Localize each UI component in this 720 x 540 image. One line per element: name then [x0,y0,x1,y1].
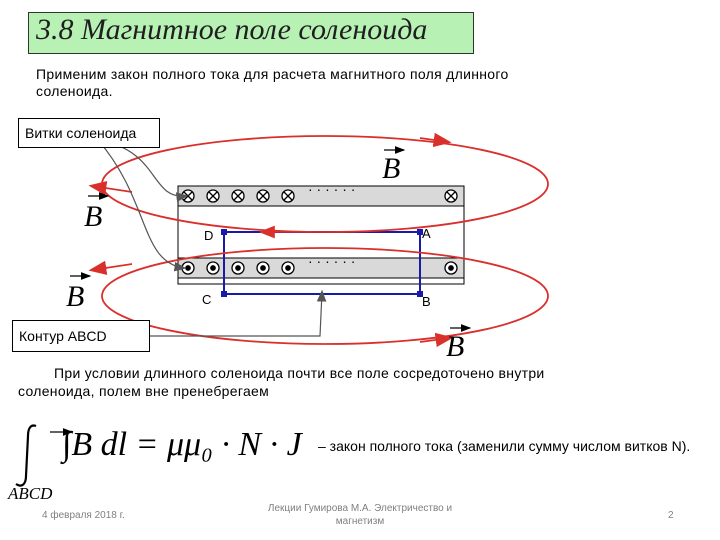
footer-course: Лекции Гумирова М.А. Электричество и маг… [267,503,453,527]
dot-icon [281,261,295,275]
callout-contour: Контур ABCD [12,320,150,352]
integral-icon [15,424,37,487]
formula-description: – закон полного тока (заменили сумму чис… [318,438,691,454]
cross-icon [231,189,245,203]
footer-date: 4 февраля 2018 г. [42,510,125,521]
field-arrow-left [88,181,133,196]
bottom-ellipsis: · · · · · · [308,253,355,269]
slide-title: 3.8 Магнитное поле соленоида [36,13,428,46]
field-arrow-bottom-right [419,332,454,348]
callout-turns: Витки соленоида [18,118,160,148]
field-arrow-top-right [419,132,452,148]
field-arrow-left-lower [88,260,133,275]
note-text: При условии длинного соленоида почти все… [18,364,608,400]
point-a-label: A [422,226,431,241]
note-line-1: При условии длинного соленоида почти все… [54,365,545,381]
contour-leader [150,289,327,337]
footer-page-number: 2 [668,510,674,521]
intro-text: Применим закон полного тока для расчета … [36,66,509,99]
field-b-label-top: B [382,152,400,185]
dot-icon [206,261,220,275]
field-b-label-bottom: B [446,330,464,363]
formula: ∫B dl = μμ₀ · N · J [62,426,302,463]
field-b-label-lower-left: B [66,280,84,313]
formula-subscript: ABCD [8,484,53,503]
top-ellipsis: · · · · · · [308,181,355,197]
cross-icon [444,189,458,203]
field-line-lower [101,247,549,345]
point-c-label: C [202,292,211,307]
dot-icon [444,261,458,275]
dot-icon [231,261,245,275]
cross-icon [281,189,295,203]
title-box [28,12,474,54]
note-line-2: соленоида, полем вне пренебрегаем [18,383,270,399]
field-b-label-left: B [84,200,102,233]
dot-icon [256,261,270,275]
contour-corners [221,229,423,297]
turns-leader-2 [97,139,187,272]
point-b-label: B [422,294,431,309]
cross-icon [206,189,220,203]
point-d-label: D [204,228,213,243]
cross-icon [256,189,270,203]
